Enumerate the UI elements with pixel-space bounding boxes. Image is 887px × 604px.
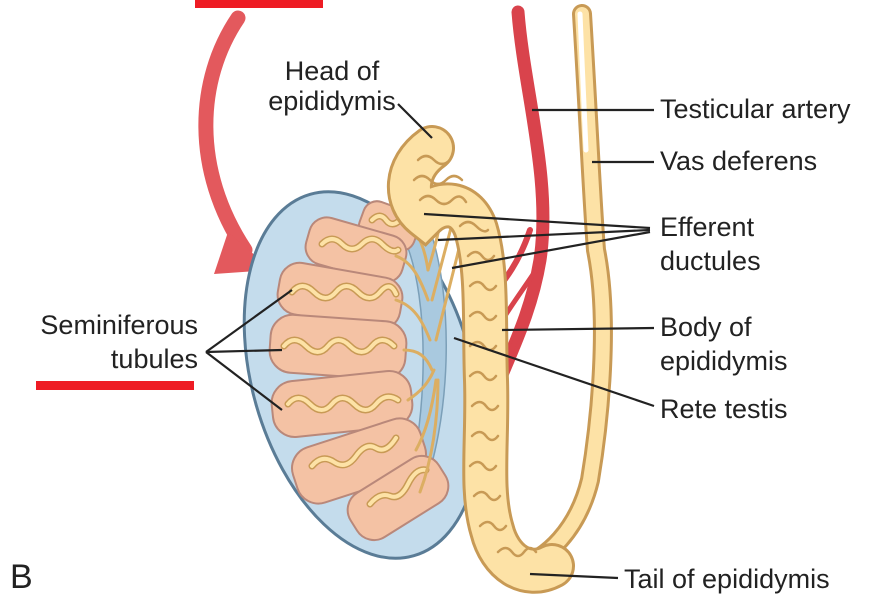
- label-efferent-line2: ductules: [660, 246, 761, 276]
- label-body-line1: Body of: [660, 312, 752, 342]
- curved-arrow: [206, 18, 245, 250]
- label-head-line1: Head of: [285, 56, 380, 86]
- panel-letter: B: [10, 558, 33, 596]
- label-rete-testis: Rete testis: [660, 394, 788, 424]
- highlight-bar-bottom: [36, 381, 194, 390]
- label-testicular-artery: Testicular artery: [660, 94, 851, 124]
- label-efferent-line1: Efferent: [660, 212, 755, 242]
- label-vas-deferens: Vas deferens: [660, 146, 817, 176]
- label-seminiferous-line1: Seminiferous: [40, 310, 198, 340]
- label-head-line2: epididymis: [268, 86, 396, 116]
- highlight-bar-top: [195, 0, 323, 8]
- label-body-line2: epididymis: [660, 346, 788, 376]
- label-tail: Tail of epididymis: [624, 564, 830, 594]
- label-seminiferous-line2: tubules: [111, 344, 198, 374]
